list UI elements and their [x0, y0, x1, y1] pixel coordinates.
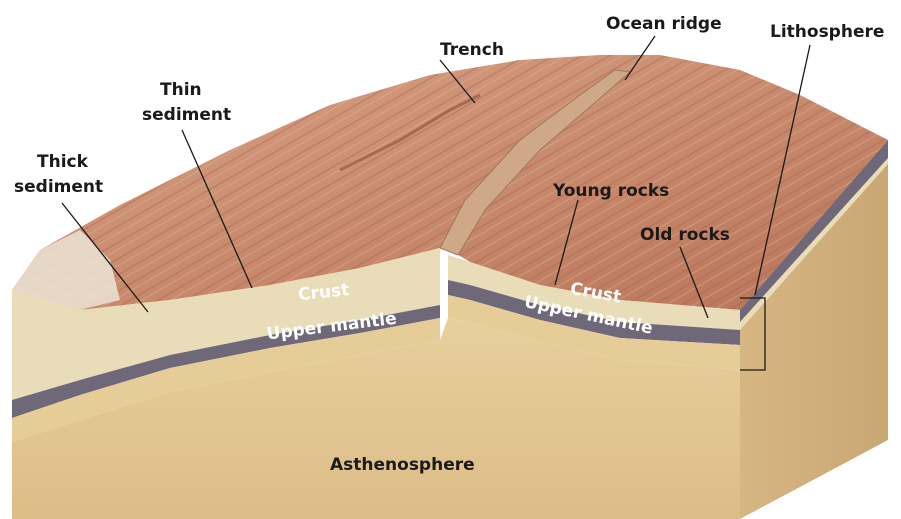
label-lithosphere: Lithosphere	[770, 22, 884, 42]
label-young-rocks: Young rocks	[552, 181, 669, 201]
label-thick-line2: sediment	[14, 177, 103, 197]
label-asthenosphere: Asthenosphere	[330, 455, 475, 475]
label-old-rocks: Old rocks	[640, 225, 730, 245]
label-thick-line1: Thick	[37, 152, 89, 172]
label-thin-line2: sediment	[142, 105, 231, 125]
label-trench: Trench	[440, 40, 504, 60]
label-thin-line1: Thin	[160, 80, 202, 100]
label-ocean-ridge: Ocean ridge	[606, 14, 722, 34]
